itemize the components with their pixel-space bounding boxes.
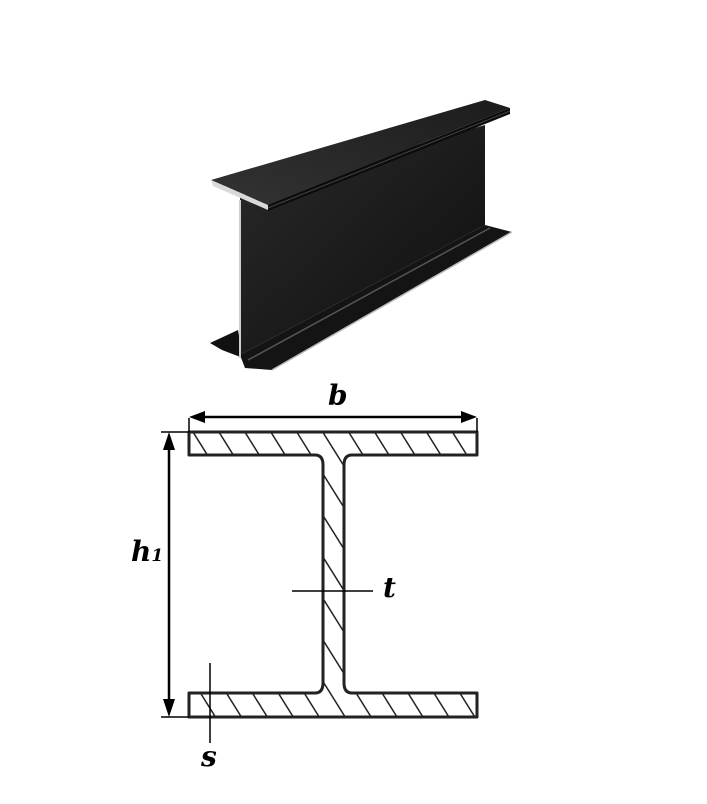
label-h-main: h [131, 535, 152, 568]
bottom-flange-front [240, 225, 512, 370]
width-dimension [188, 411, 478, 432]
top-flange-surface [211, 100, 510, 205]
label-h-sub: 1 [151, 546, 164, 566]
bottom-flange-left [210, 330, 243, 358]
cross-section-drawing [161, 411, 479, 743]
arrow-up-icon [163, 432, 175, 450]
height-dimension [161, 431, 189, 718]
i-section-outline [187, 430, 479, 719]
label-h1: h1 [131, 538, 163, 566]
top-flange-edge-highlight [211, 180, 268, 210]
label-b: b [328, 379, 348, 412]
label-s: s [201, 740, 217, 773]
arrow-down-icon [163, 699, 175, 717]
i-beam-3d-illustration [210, 100, 513, 371]
arrow-left-icon [189, 411, 205, 423]
arrow-right-icon [461, 411, 477, 423]
label-t: t [383, 571, 396, 604]
